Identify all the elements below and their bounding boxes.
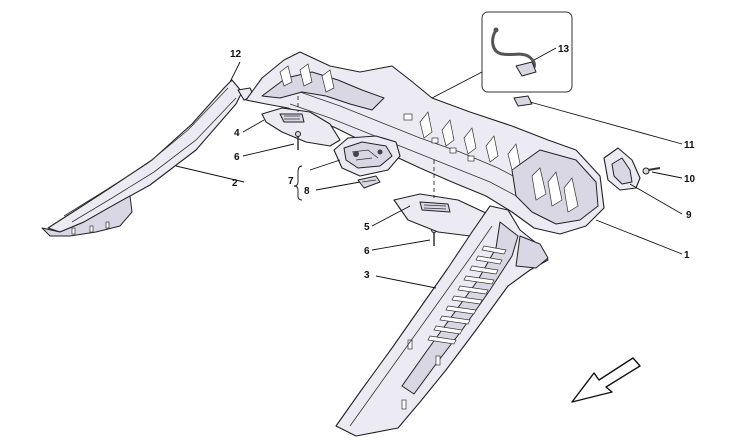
callout-9: 9: [686, 210, 692, 221]
grab-handle: [603, 147, 661, 191]
callout-6-right: 6: [364, 246, 370, 257]
group-bracket: [293, 165, 303, 201]
courtesy-lamp-right: [393, 193, 491, 237]
right-pillar-trim: [335, 205, 549, 437]
callout-11: 11: [684, 140, 695, 151]
callout-12: 12: [230, 49, 242, 60]
callout-10: 10: [684, 174, 696, 185]
callout-1: 1: [684, 250, 690, 261]
callout-5: 5: [364, 222, 370, 233]
callout-6-left: 6: [234, 152, 240, 163]
courtesy-lamp-left: [261, 107, 341, 147]
console-bracket: [357, 175, 381, 189]
callout-4: 4: [234, 128, 240, 139]
callout-3: 3: [364, 270, 370, 281]
clip-part: [513, 95, 533, 107]
callout-8: 8: [304, 186, 310, 197]
wiring-inset-box: [481, 11, 573, 93]
direction-arrow-icon: [571, 357, 641, 403]
headliner-frame: [245, 51, 605, 235]
screw-left: [295, 131, 301, 150]
callout-7: 7: [288, 176, 294, 187]
callout-2: 2: [232, 178, 238, 189]
overhead-console: [333, 135, 401, 177]
left-pillar-trim: [41, 79, 255, 237]
callout-13: 13: [558, 44, 570, 55]
leader-lines: [175, 47, 683, 289]
